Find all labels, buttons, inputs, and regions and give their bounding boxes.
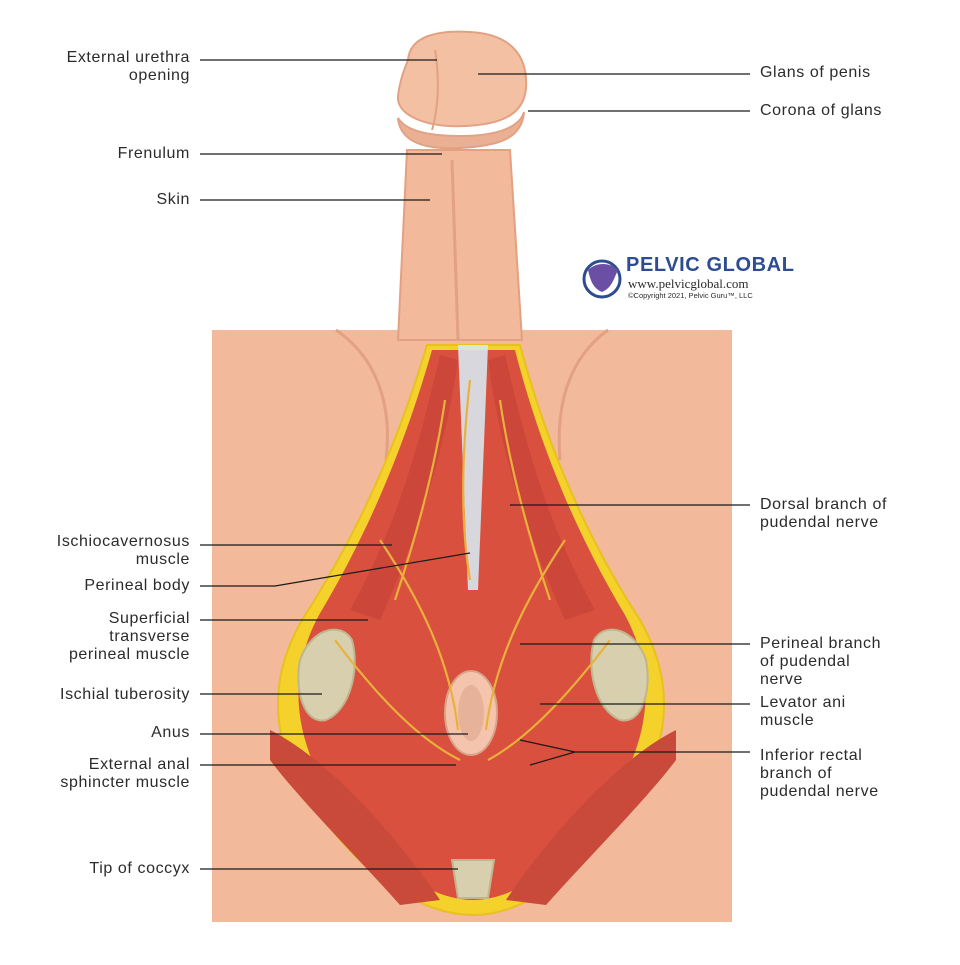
brand-name: PELVIC GLOBAL bbox=[626, 254, 795, 276]
label-ischial-tuberosity: Ischial tuberosity bbox=[60, 686, 190, 703]
central-fascia bbox=[458, 345, 488, 590]
label-frenulum: Frenulum bbox=[117, 145, 190, 162]
right-thigh-crease bbox=[557, 328, 609, 461]
glans bbox=[396, 30, 528, 128]
left-ischiocavernosus bbox=[350, 355, 458, 620]
anus-inner bbox=[458, 685, 484, 741]
coccyx-tip bbox=[450, 859, 496, 899]
label-anus: Anus bbox=[151, 724, 190, 741]
label-skin: Skin bbox=[156, 191, 190, 208]
brand-block: PELVIC GLOBAL www.pelvicglobal.com ©Copy… bbox=[578, 254, 798, 304]
left-gluteal-band bbox=[270, 730, 440, 905]
right-gluteal-band bbox=[506, 730, 676, 905]
label-corona-of-glans: Corona of glans bbox=[760, 102, 882, 119]
nerve-7 bbox=[393, 399, 447, 601]
penis-shaft bbox=[396, 149, 524, 341]
nerve-5 bbox=[462, 379, 472, 581]
corona bbox=[397, 111, 525, 150]
pelvic-global-logo-icon bbox=[582, 259, 622, 299]
leader-lines-left bbox=[200, 59, 471, 870]
meatus-line bbox=[431, 49, 439, 131]
muscle-field bbox=[298, 350, 646, 900]
nerve-3 bbox=[334, 639, 461, 761]
nerve-1 bbox=[379, 539, 460, 731]
brand-url: www.pelvicglobal.com bbox=[628, 276, 749, 291]
right-ischiocavernosus bbox=[488, 355, 595, 620]
label-glans-of-penis: Glans of penis bbox=[760, 64, 871, 81]
median-raphe bbox=[450, 159, 460, 341]
nerve-6 bbox=[498, 399, 552, 601]
nerve-2 bbox=[484, 539, 566, 731]
label-tip-of-coccyx: Tip of coccyx bbox=[89, 860, 190, 877]
left-ischial-tuberosity bbox=[297, 628, 356, 722]
nerve-4 bbox=[487, 639, 611, 761]
brand-copyright: ©Copyright 2021, Pelvic Guru™, LLC bbox=[628, 291, 753, 300]
left-thigh-crease bbox=[335, 328, 389, 461]
leader-lines-right bbox=[478, 73, 750, 766]
nerves bbox=[334, 379, 611, 761]
right-ischial-tuberosity bbox=[590, 628, 649, 722]
label-perineal-body: Perineal body bbox=[84, 577, 190, 594]
